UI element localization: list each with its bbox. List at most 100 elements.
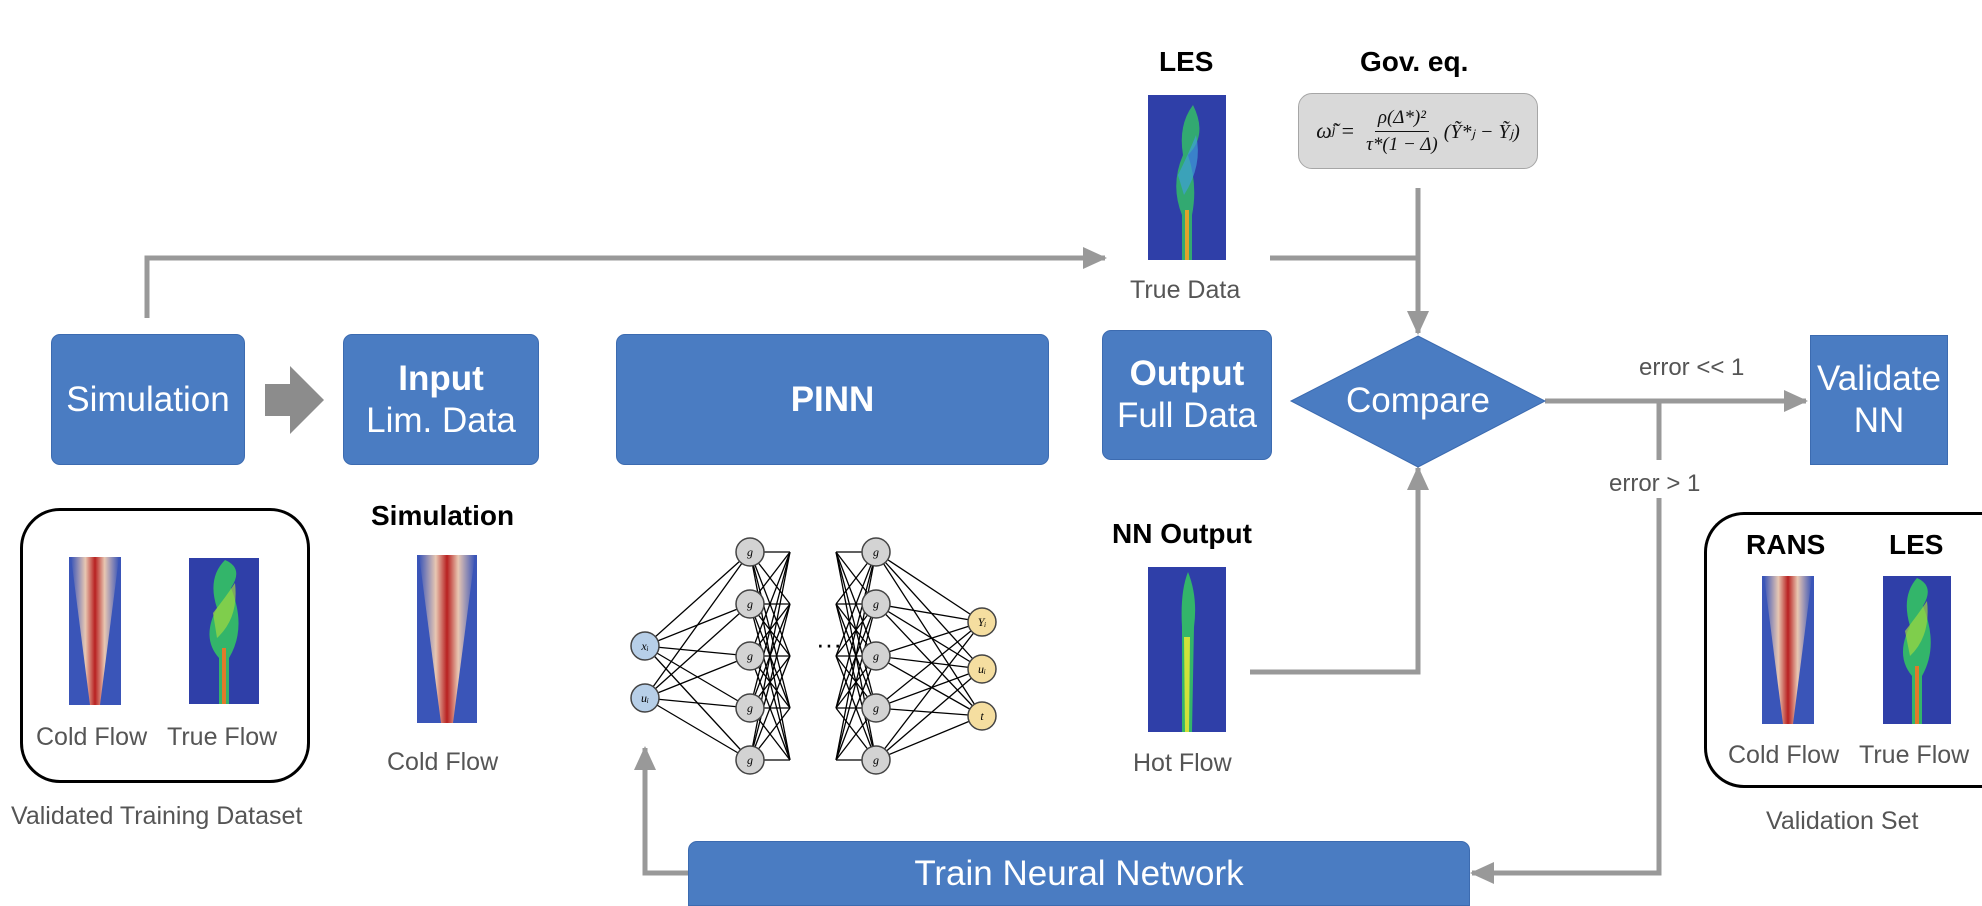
hidden-node-label: g bbox=[747, 545, 753, 559]
les-header: LES bbox=[1159, 46, 1214, 77]
hidden-node: g bbox=[735, 589, 765, 619]
validate-line-2: NN bbox=[1853, 401, 1905, 440]
error-large-label: error > 1 bbox=[1609, 470, 1701, 497]
arrow-error-to-train-lower bbox=[1470, 498, 1662, 884]
network-edge bbox=[875, 668, 983, 761]
validation-true-flow-label: True Flow bbox=[1859, 741, 1970, 769]
output-node-label: t bbox=[980, 709, 984, 723]
network-edge bbox=[875, 603, 983, 623]
network-edge-stub bbox=[749, 551, 791, 761]
network-edge bbox=[875, 707, 983, 717]
hot-flow-label: Hot Flow bbox=[1133, 749, 1232, 777]
network-edge bbox=[875, 621, 983, 709]
governing-equation: ω̃j = ρ(Δ*)² τ*(1 − Δ) (Ỹ*ⱼ − Ỹⱼ) bbox=[1298, 93, 1538, 169]
network-edge-stub bbox=[835, 551, 877, 761]
input-node-label: xᵢ bbox=[640, 639, 648, 653]
simulation-cold-flow-label: Cold Flow bbox=[387, 748, 499, 776]
hidden-node: g bbox=[861, 589, 891, 619]
true-data-label: True Data bbox=[1130, 276, 1241, 304]
validate-nn-box: Validate NN bbox=[1810, 335, 1948, 465]
network-edge bbox=[644, 655, 751, 699]
network-edge-stub bbox=[835, 551, 877, 709]
hidden-node-label: g bbox=[747, 649, 753, 663]
hidden-node-label: g bbox=[747, 753, 753, 767]
network-edge-stub bbox=[749, 551, 791, 709]
output-node-label: Yᵢ bbox=[978, 615, 987, 629]
network-ellipsis: ··· bbox=[816, 629, 842, 659]
output-box-subtitle: Full Data bbox=[1116, 396, 1258, 435]
hidden-node: g bbox=[735, 693, 765, 723]
network-edge bbox=[875, 551, 983, 717]
network-edge bbox=[644, 697, 751, 709]
train-neural-network-box: Train Neural Network bbox=[688, 841, 1470, 906]
equation-numerator: ρ(Δ*)² bbox=[1374, 107, 1429, 132]
output-node: t bbox=[967, 701, 997, 731]
hidden-node: g bbox=[861, 641, 891, 671]
network-edge bbox=[875, 655, 983, 670]
train-box-label: Train Neural Network bbox=[914, 853, 1244, 893]
network-edges bbox=[644, 551, 983, 761]
les-validation-header: LES bbox=[1889, 529, 1944, 560]
nn-output-hot-flow-image bbox=[1148, 567, 1226, 732]
network-edge bbox=[875, 551, 983, 670]
simulation-header: Simulation bbox=[371, 500, 515, 531]
network-edge-stub bbox=[835, 551, 877, 657]
arrow-train-to-network bbox=[634, 746, 688, 876]
input-node-label: uᵢ bbox=[641, 691, 649, 705]
simulation-cold-flow-image bbox=[417, 555, 477, 723]
network-edge bbox=[875, 551, 983, 623]
output-box-title: Output bbox=[1129, 354, 1245, 393]
error-small-label: error << 1 bbox=[1639, 354, 1745, 381]
simulation-box-label: Simulation bbox=[66, 379, 230, 419]
network-edge-stub bbox=[749, 655, 791, 761]
input-node: uᵢ bbox=[630, 683, 660, 713]
hidden-node: g bbox=[861, 537, 891, 567]
gov-eq-header: Gov. eq. bbox=[1360, 46, 1469, 77]
output-node: uᵢ bbox=[967, 654, 997, 684]
training-true-flow-image bbox=[189, 558, 259, 704]
training-true-flow-label: True Flow bbox=[167, 723, 278, 751]
hidden-node: g bbox=[735, 537, 765, 567]
training-dataset-panel bbox=[20, 508, 310, 783]
network-edge bbox=[875, 655, 983, 717]
pinn-box-label: PINN bbox=[790, 379, 875, 419]
hidden-node: g bbox=[735, 745, 765, 775]
hidden-node-label: g bbox=[747, 701, 753, 715]
hidden-node-label: g bbox=[873, 701, 879, 715]
compare-label: Compare bbox=[1346, 381, 1490, 420]
validation-set-caption: Validation Set bbox=[1766, 807, 1919, 835]
input-box: Input Lim. Data bbox=[343, 334, 539, 465]
validate-line-1: Validate bbox=[1817, 359, 1941, 398]
network-edge bbox=[644, 697, 751, 761]
network-edge bbox=[644, 603, 751, 699]
equation-denominator: τ*(1 − Δ) bbox=[1366, 133, 1438, 155]
simulation-box: Simulation bbox=[51, 334, 245, 465]
network-edge-stub bbox=[835, 603, 877, 761]
equation-lhs-subscript: j bbox=[1331, 123, 1336, 138]
arrow-nn-output-to-compare bbox=[1250, 466, 1429, 675]
training-cold-flow-image bbox=[69, 557, 121, 705]
hidden-node-label: g bbox=[873, 753, 879, 767]
validation-les-image bbox=[1883, 576, 1951, 724]
hidden-node: g bbox=[861, 745, 891, 775]
network-edge-stub bbox=[749, 551, 791, 657]
network-edge bbox=[644, 551, 751, 647]
network-edge-stub bbox=[749, 603, 791, 761]
validation-set-panel bbox=[1704, 512, 1982, 788]
input-box-title: Input bbox=[398, 358, 484, 398]
network-edge bbox=[875, 603, 983, 717]
equation-lhs: ω̃ bbox=[1316, 118, 1332, 143]
network-edge bbox=[875, 715, 983, 761]
compare-diamond bbox=[1289, 335, 1547, 468]
network-edge bbox=[644, 551, 751, 699]
hidden-node-label: g bbox=[747, 597, 753, 611]
nn-output-header: NN Output bbox=[1112, 518, 1252, 549]
les-true-flow-image bbox=[1148, 95, 1226, 260]
network-edge bbox=[875, 621, 983, 761]
network-edge bbox=[875, 668, 983, 709]
output-node: Yᵢ bbox=[967, 607, 997, 637]
output-node-label: uᵢ bbox=[978, 662, 986, 676]
training-cold-flow-label: Cold Flow bbox=[36, 723, 148, 751]
